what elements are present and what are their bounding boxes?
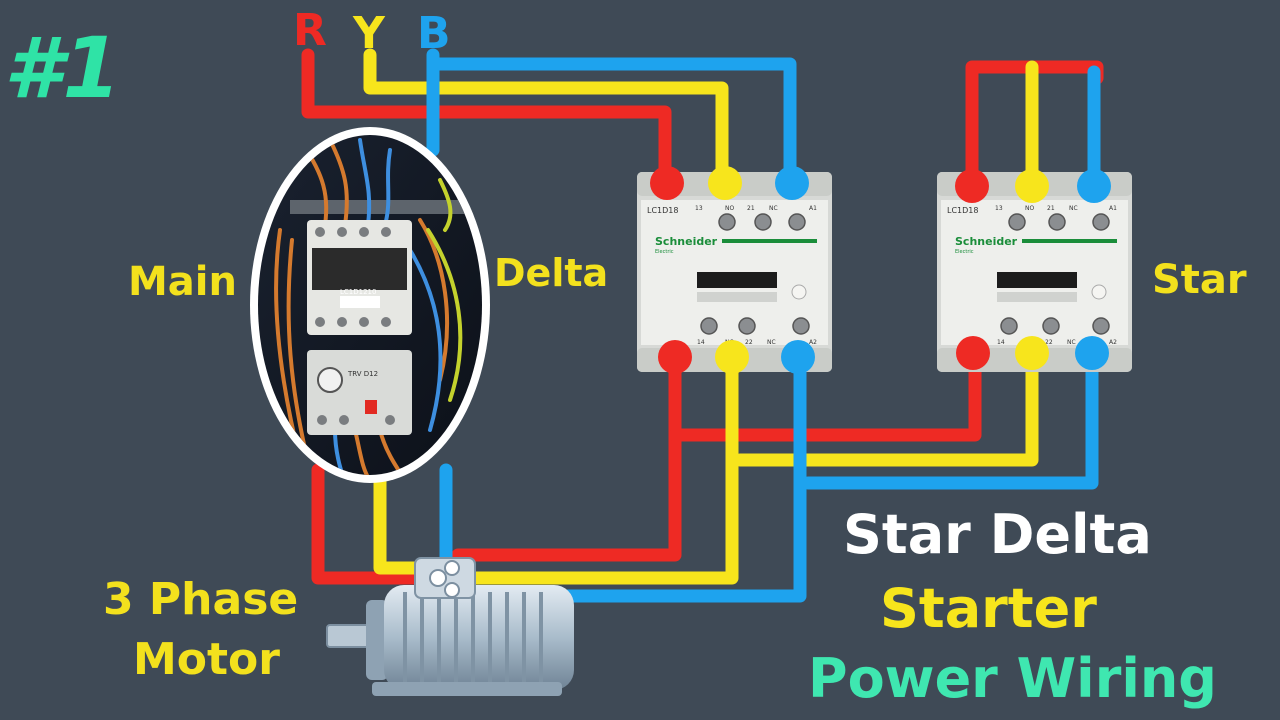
star-top-terminal-red (955, 169, 989, 203)
delta-top-terminal-blue (775, 166, 809, 200)
star-bottom-terminal-yellow (1015, 336, 1049, 370)
delta-contactor-model: LC1D18 (647, 206, 678, 215)
badge-number: #1 (4, 19, 121, 117)
phase-label-r: R (293, 5, 327, 56)
star-bottom-terminal-blue (1075, 336, 1109, 370)
star-bottom-terminal-label: NC (1067, 339, 1076, 346)
star-top-terminal-labels: 13 NO 21 NC A1 (995, 205, 1117, 212)
delta-top-terminal-red (650, 166, 684, 200)
delta-bottom-terminal-yellow (715, 340, 749, 374)
panel-photo: LC1D1210 TRV D12 (250, 127, 490, 483)
delta-contactor-brand-sub: Electric (655, 249, 674, 255)
delta-top-terminal-labels: 13 NO 21 NC A1 (695, 205, 817, 212)
delta-top-terminal-label: NC (769, 205, 778, 212)
phase-label-y: Y (352, 8, 386, 59)
star-top-terminal-label: 21 (1047, 205, 1055, 212)
title-line3: Power Wiring (808, 647, 1217, 710)
title-line2: Starter (880, 577, 1097, 640)
star-top-terminal-label: A1 (1109, 205, 1117, 212)
delta-bottom-terminal-label: A2 (809, 339, 817, 346)
star-bottom-terminal-label: 22 (1045, 339, 1053, 346)
terminal-dots (650, 166, 1111, 374)
delta-bottom-terminal-red (658, 340, 692, 374)
blue-phase-wires (426, 48, 1101, 603)
star-bottom-terminal-label: 14 (997, 339, 1005, 346)
delta-bottom-terminal-label: 22 (745, 339, 753, 346)
delta-top-terminal-label: 13 (695, 205, 703, 212)
phase-label-b: B (417, 8, 451, 59)
star-bottom-terminal-label: A2 (1109, 339, 1117, 346)
three-phase-motor (326, 557, 574, 696)
star-top-terminal-yellow (1015, 169, 1049, 203)
photo-contactor-model: LC1D1210 (340, 288, 376, 296)
star-top-terminal-label: NC (1069, 205, 1078, 212)
yellow-phase-wires (363, 48, 1039, 585)
star-contactor-brand-sub: Electric (955, 249, 974, 255)
delta-top-terminal-yellow (708, 166, 742, 200)
delta-top-terminal-label: NO (725, 205, 734, 212)
delta-label: Delta (494, 251, 609, 295)
main-label: Main (128, 259, 237, 305)
photo-relay-model: TRV D12 (347, 370, 378, 378)
title-line1: Star Delta (843, 503, 1152, 566)
delta-top-terminal-label: A1 (809, 205, 817, 212)
delta-bottom-terminal-label: 14 (697, 339, 705, 346)
star-contactor-brand: Schneider (955, 235, 1018, 248)
delta-bottom-terminal-blue (781, 340, 815, 374)
star-top-terminal-label: NO (1025, 205, 1034, 212)
star-top-terminal-label: 13 (995, 205, 1003, 212)
star-label: Star (1152, 257, 1247, 303)
motor-label-line2: Motor (133, 634, 280, 685)
motor-label-line1: 3 Phase (103, 574, 299, 625)
delta-contactor: LC1D18 13 NO 21 NC A1 Schneider Electric… (637, 172, 832, 372)
star-contactor-model: LC1D18 (947, 206, 978, 215)
star-bottom-terminal-red (956, 336, 990, 370)
delta-contactor-brand: Schneider (655, 235, 718, 248)
delta-bottom-terminal-label: NC (767, 339, 776, 346)
delta-top-terminal-label: 21 (747, 205, 755, 212)
star-top-terminal-blue (1077, 169, 1111, 203)
